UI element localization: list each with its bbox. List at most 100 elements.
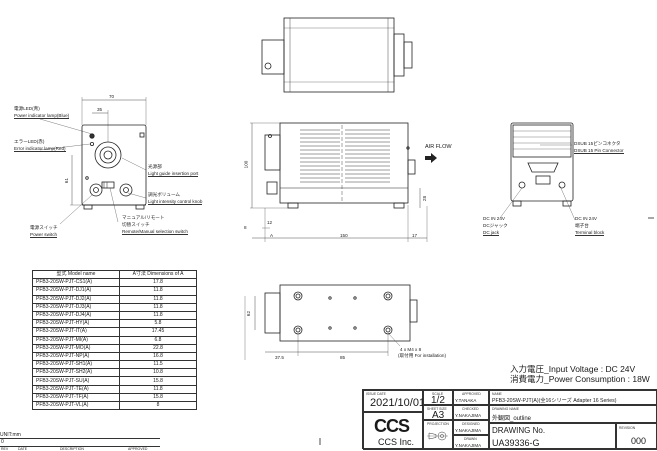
air-flow-label: AIR FLOW [425,144,452,150]
date-header: DATE [18,447,28,451]
model-name-cell: PFB3-20SW-PJT-DJ2(A) [32,294,120,304]
dsub-label-jp: DSUB 15ピンコネクタ [574,141,621,146]
sheet-size-cell: SHEET SIZE A3 [423,405,453,421]
power-led-label-en: Power indicator lamp(Blue) [14,113,70,119]
power-switch-label-jp: 電源スイッチ [30,225,58,230]
dim-side-length: 150 [340,233,348,238]
dsub-label-en: DSUB 15 Pin Connector [574,148,624,154]
approved-cell: APPROVED Y.TANAKA [453,390,489,405]
table-row: PFB3-20SW-PJT-MI(A)6.8 [32,335,197,345]
model-name-cell: PFB3-20SW-PJT-SH1(A) [32,360,120,370]
checked-label: CHECKED [462,407,479,411]
revision-table: 0 REV DATE DESCRIPTION APPROVED [0,438,160,451]
dim-side-height: 100 [243,160,249,169]
dc-jack-label-en: DC jack [483,230,500,236]
unit-label: UNIT:mm [0,432,21,438]
table-row: PFB3-20SW-PJT-DJ3(A)11.8 [32,302,197,312]
checked-cell: CHECKED Y.NAKAJIMA [453,405,489,420]
drawing-name-cell: DRAWING NAME 外観図_outline [489,405,657,423]
screw-note: 4 x M4 x 8 [400,347,422,352]
bottom-view-drawing [244,284,418,360]
model-name-cell: PFB3-20SW-PJT-HY(A) [32,319,120,329]
model-name-cell: PFB3-20SW-PJT-DJ3(A) [32,302,120,312]
dim-led-offset: 35 [97,107,103,112]
dim-front-height: 61 [64,177,70,184]
table-row: PFB3-20SW-PJT-HY(A)5.8 [32,319,197,329]
rev-header: REV [1,447,9,451]
name-label: NAME [492,392,502,396]
table-row: PFB3-20SW-PJT-CS1(A)17.8 [32,278,197,288]
front-view-drawing [39,97,147,225]
dimension-a-cell: 11.8 [119,310,197,321]
designed-by-value: Y.NAKAJIMA [455,428,482,433]
drawing-number-cell: DRAWING No. UA39336-G [489,423,616,450]
model-name-cell: PFB3-20SW-PJT-DJ1(A) [32,286,120,296]
dim-8: 8 [244,225,247,230]
company-name: CCS Inc. [378,437,415,447]
input-voltage-spec: 入力電圧_Input Voltage : DC 24V [510,364,636,374]
dimension-a-cell: 22.8 [119,343,197,353]
table-row: PFB3-20SW-PJT-SU(A)15.8 [32,376,197,386]
drawn-cell: DRAWN Y.NAKAJIMA [453,435,489,450]
drawing-number-label: DRAWING No. [492,426,546,435]
screw-note-jp: (取付用 For installation) [398,353,446,358]
dimension-a-cell: 15.8 [119,376,197,386]
drawing-name-value: 外観図_outline [492,416,532,422]
sheet-size-value: A3 [432,410,445,421]
side-view-drawing [250,122,428,242]
description-header: DESCRIPTION [60,447,84,451]
light-port-label-en: Light guide insertion port [148,171,199,177]
model-name-cell: PFB3-20SW-PJT-NP(A) [32,351,120,362]
dc-in-right-label: DC IN 24V [575,216,597,221]
dc-in-left-label: DC IN 24V [483,216,505,221]
dimension-a-cell: 8 [119,400,197,411]
revision-label: REVISION [619,426,636,430]
dimension-a-header: A寸法 Dimensions of A [119,269,197,280]
dimension-a-cell: 11.5 [119,360,197,370]
model-name-cell: PFB3-20SW-PJT-SU(A) [32,376,120,386]
dim-front-width: 70 [109,94,115,99]
model-name-cell: PFB3-20SW-PJT-VL(A) [32,400,120,411]
power-switch-label-en: Power switch [30,232,58,238]
model-name-cell: PFB3-20SW-PJT-TE(A) [32,384,120,394]
model-name-cell: PFB3-20SW-PJT-TF(A) [32,392,120,403]
model-dimension-table: 型式 Model name A寸法 Dimensions of A PFB3-2… [32,269,197,411]
table-row: PFB3-20SW-PJT-SH2(A)10.8 [32,368,197,378]
model-name-cell: PFB3-20SW-PJT-CS1(A) [32,278,120,288]
checked-by-value: Y.NAKAJIMA [455,413,482,418]
dim-a: A [270,233,274,238]
terminal-label-jp: 端子台 [575,223,589,228]
error-led-label-en: Error indicator lamp(Red) [14,146,66,152]
table-row: PFB3-20SW-PJT-TE(A)11.8 [32,384,197,394]
dimension-a-cell: 17.8 [119,278,197,288]
revision-cell: REVISION 000 [616,423,657,450]
issue-date-label: ISSUE DATE [366,392,386,396]
terminal-label-en: Terminal block [575,230,605,236]
model-name-cell: PFB3-20SW-PJT-DJ4(A) [32,310,120,321]
issue-date-cell: ISSUE DATE 2021/10/01 [363,390,425,412]
drawing-number-value: UA39336-G [492,438,540,448]
dimension-a-cell: 11.8 [119,286,197,296]
dimension-a-cell: 11.8 [119,384,197,394]
name-cell: NAME PFB3-20SW-PJT(A)(全16シリーズ Adapter 16… [489,390,657,405]
dim-bottom-37-5: 37.5 [275,355,284,360]
ccs-logo: CCS [374,416,410,436]
dim-12: 12 [267,220,273,225]
table-row: PFB3-20SW-PJT-IT(A)17.45 [32,327,197,337]
model-name-cell: PFB3-20SW-PJT-IT(A) [32,327,120,337]
model-name-cell: PFB3-20SW-PJT-MO(A) [32,343,120,353]
dimension-a-cell: 11.8 [119,302,197,312]
approved-label: APPROVED [462,392,481,396]
scale-label: SCALE [432,392,444,396]
dimension-a-cell: 16.8 [119,351,197,362]
rear-view-drawing [499,122,576,221]
designed-cell: DESIGNED Y.NAKAJIMA [453,420,489,435]
model-name-cell: PFB3-20SW-PJT-SH2(A) [32,368,120,378]
top-view-drawing [261,17,413,93]
dimmer-label-en: Light intensity control knob [148,199,203,205]
name-value: PFB3-20SW-PJT(A)(全16シリーズ Adapter 16 Seri… [492,398,617,404]
remote-switch-label-jp2: 切替スイッチ [122,222,150,227]
dimension-a-cell: 11.8 [119,294,197,304]
table-row: PFB3-20SW-PJT-SH1(A)11.5 [32,360,197,370]
light-port-label-jp: 光源部 [148,164,162,169]
